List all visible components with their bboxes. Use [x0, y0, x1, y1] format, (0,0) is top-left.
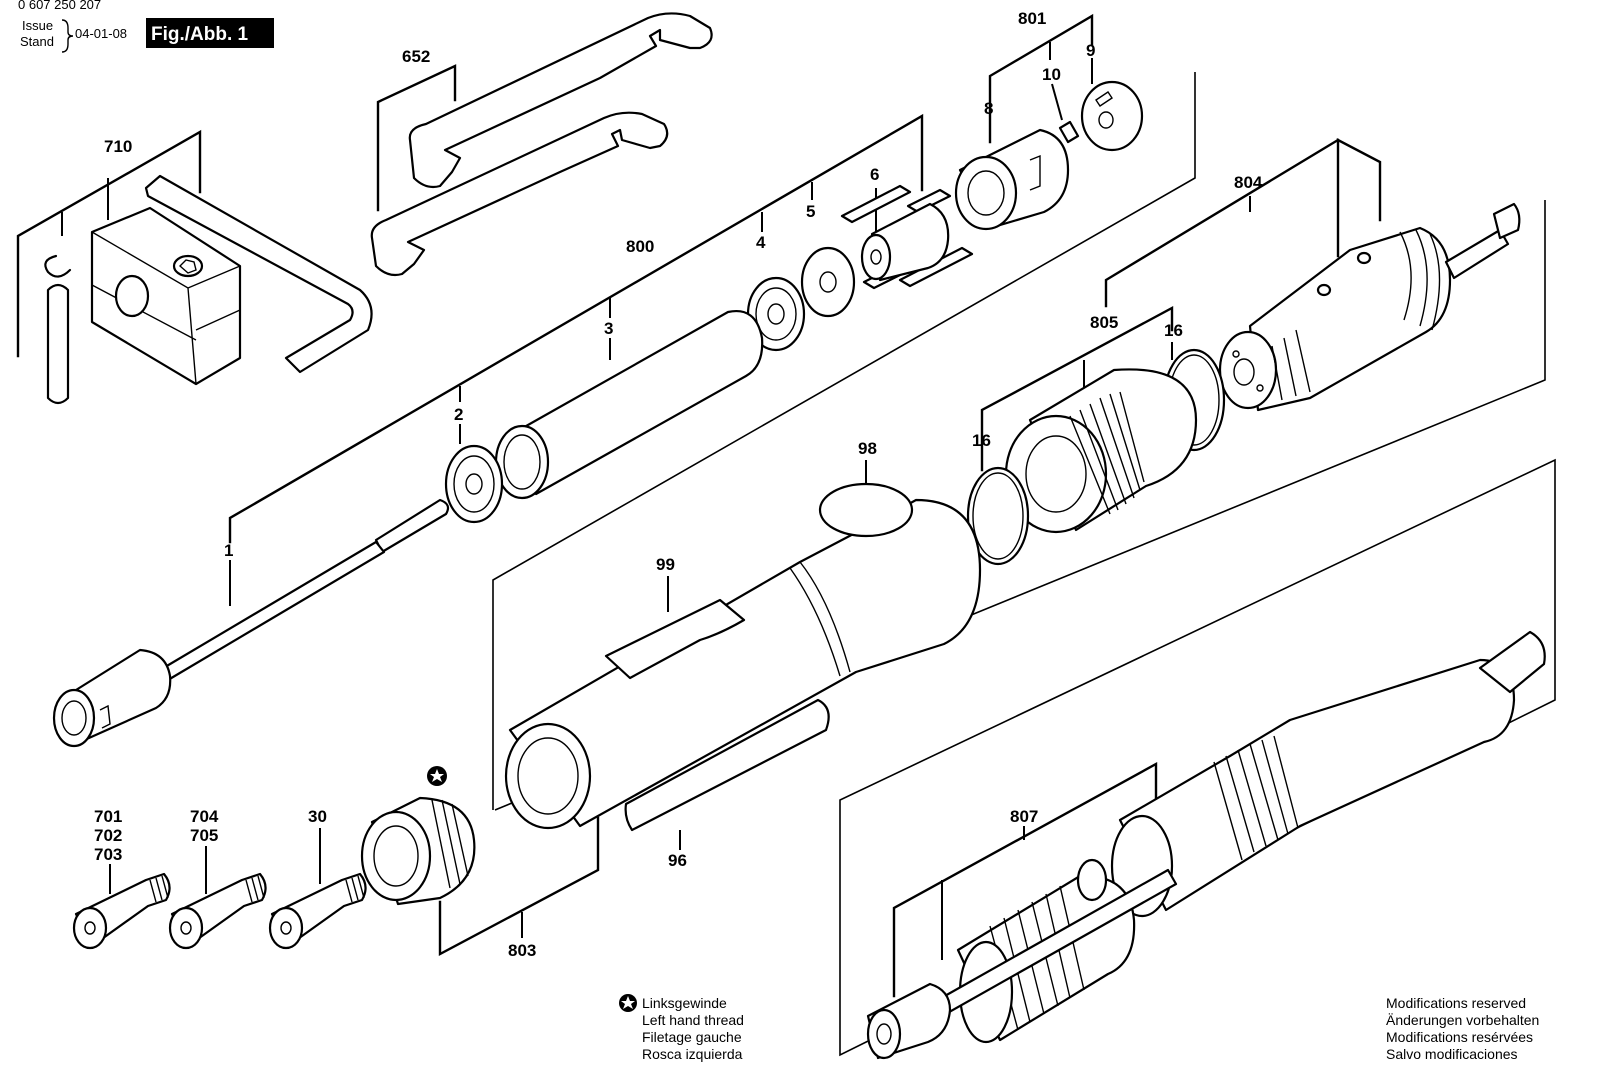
collet-701-703: [72, 872, 171, 950]
pin-10: [1058, 120, 1080, 144]
figure-label: Fig./Abb. 1: [151, 24, 249, 45]
issue-brace: [61, 19, 74, 53]
part-label-803: 803: [508, 941, 536, 960]
ball-bearing-2: [444, 444, 504, 524]
bracket-803: [438, 816, 600, 956]
part-label-1: 1: [224, 541, 233, 560]
header: 0 607 250 207 Issue Stand 04-01-08 Fig./…: [18, 0, 274, 53]
assembly-804: 804: [1104, 138, 1521, 412]
legend-line-1: Linksgewinde: [642, 995, 727, 1011]
part-label-710: 710: [104, 137, 132, 156]
stand-label: Stand: [20, 34, 54, 49]
part-label-2: 2: [454, 405, 463, 424]
left-thread-legend: Linksgewinde Left hand thread Filetage g…: [619, 994, 744, 1062]
part-label-6: 6: [870, 165, 879, 184]
modifications-line-3: Modifications resérvées: [1386, 1029, 1533, 1045]
part-label-16-lower: 16: [972, 431, 991, 450]
part-label-801: 801: [1018, 9, 1046, 28]
part-label-96: 96: [668, 851, 687, 870]
part-label-30: 30: [308, 807, 327, 826]
spindle-nose: [1218, 330, 1278, 410]
modifications-line-2: Änderungen vorbehalten: [1386, 1012, 1539, 1028]
part-label-703: 703: [94, 845, 122, 864]
bracket-652: [376, 64, 457, 212]
hose-end: [1478, 630, 1546, 694]
modifications-line-1: Modifications reserved: [1386, 995, 1526, 1011]
grip-sleeve: [1118, 658, 1516, 912]
part-label-804: 804: [1234, 173, 1263, 192]
wrench-set-652: 652: [370, 12, 713, 277]
legend-line-3: Filetage gauche: [642, 1029, 742, 1045]
main-assembly-frame: [492, 72, 1196, 810]
part-label-704: 704: [190, 807, 219, 826]
label-98: [818, 482, 914, 538]
figure-label-box: [146, 18, 274, 48]
assembly-801: 801 9 10 8: [954, 9, 1144, 231]
o-ring-16-lower: [966, 466, 1030, 566]
open-end-wrench-upper: [408, 12, 713, 189]
modifications-line-4: Salvo modificaciones: [1386, 1046, 1518, 1062]
part-label-652: 652: [402, 47, 430, 66]
vane: [840, 184, 912, 224]
part-label-5: 5: [806, 202, 815, 221]
legend-line-2: Left hand thread: [642, 1012, 744, 1028]
part-label-9: 9: [1086, 41, 1095, 60]
legend-line-4: Rosca izquierda: [642, 1046, 743, 1062]
part-label-98: 98: [858, 439, 877, 458]
knurled-ring: [1004, 368, 1198, 534]
open-end-wrench-lower: [370, 111, 669, 277]
rotor-6: [840, 184, 974, 290]
bracket-800: [228, 113, 924, 544]
part-label-4: 4: [756, 233, 766, 252]
collet-704-705: [168, 872, 267, 950]
label-96: [624, 698, 830, 832]
issue-label: Issue: [22, 18, 53, 33]
part-label-702: 702: [94, 826, 122, 845]
part-label-705: 705: [190, 826, 218, 845]
collet-nut: [360, 796, 476, 906]
clamp-pin: [46, 283, 70, 405]
bracket-805: [980, 305, 1174, 472]
modifications-note: Modifications reserved Änderungen vorbeh…: [1386, 995, 1539, 1062]
collet-set: 701 702 703 704 705 30: [72, 807, 367, 950]
clamp-bore: [114, 274, 150, 318]
assembly-805: 805 16 16: [966, 305, 1226, 566]
clamp-kit-710: 710: [16, 129, 373, 405]
part-label-99: 99: [656, 555, 675, 574]
bracket-804: [1104, 138, 1340, 308]
part-label-805: 805: [1090, 313, 1118, 332]
assembly-800: 800 6 5 4 3 2 1: [52, 113, 974, 748]
bracket-801: [988, 13, 1094, 144]
housing-assembly-803: 98 99 96 803: [360, 439, 982, 960]
retaining-ring: [44, 254, 72, 278]
part-label-800: 800: [626, 237, 654, 256]
spindle-1: [52, 498, 450, 748]
part-label-701: 701: [94, 807, 122, 826]
part-label-3: 3: [604, 319, 613, 338]
document-number: 0 607 250 207: [18, 0, 101, 12]
part-label-10: 10: [1042, 65, 1061, 84]
rotor-body: [870, 202, 950, 282]
hex-key: [144, 174, 373, 374]
tool-housing: [508, 498, 982, 828]
part-label-16-upper: 16: [1164, 321, 1183, 340]
assembly-807: 807: [866, 630, 1546, 1060]
issue-date: 04-01-08: [75, 26, 127, 41]
assembly-frames: [492, 72, 1556, 1057]
cylinder-3: [494, 309, 764, 500]
clamp-block: [90, 206, 242, 386]
spindle-housing: [1248, 226, 1452, 412]
part-label-8: 8: [984, 99, 993, 118]
housing-frame: [839, 458, 1556, 1057]
part-label-807: 807: [1010, 807, 1038, 826]
collet-30: [268, 872, 367, 950]
label-99: [604, 598, 746, 680]
washer-5: [800, 246, 856, 318]
